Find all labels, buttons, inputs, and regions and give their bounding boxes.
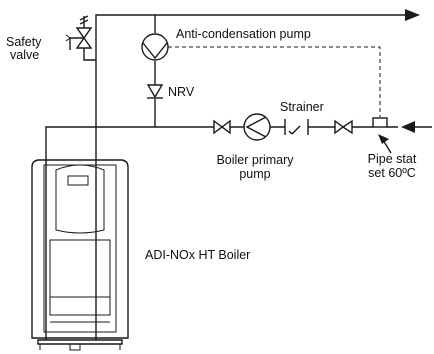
anti-condensation-pump-label: Anti-condensation pump bbox=[176, 27, 311, 41]
nrv-icon bbox=[146, 84, 164, 99]
safety-valve-label-line2: valve bbox=[10, 48, 40, 62]
safety-valve-icon bbox=[65, 15, 93, 50]
boiler-icon bbox=[31, 159, 129, 351]
return-pipe bbox=[45, 126, 214, 340]
isolating-valve-2-icon bbox=[334, 119, 353, 135]
pipe-stat-pointer-icon bbox=[378, 134, 392, 154]
safety-valve-label-line1: Safety bbox=[6, 35, 42, 49]
pipe-stat-label-line1: Pipe stat bbox=[367, 152, 417, 166]
boiler-primary-pump-label-line1: Boiler primary bbox=[216, 153, 294, 167]
boiler-label: ADI-NOx HT Boiler bbox=[145, 248, 251, 262]
flow-arrow-icon bbox=[405, 9, 420, 21]
boiler-primary-pump-icon bbox=[243, 113, 271, 141]
control-signal-line bbox=[168, 46, 381, 117]
pipe-stat-label-line2: set 60ºC bbox=[368, 166, 416, 180]
boiler-primary-pump-label-line2: pump bbox=[239, 167, 271, 181]
nrv-label: NRV bbox=[168, 85, 195, 99]
strainer-icon bbox=[284, 119, 309, 135]
pipe-stat-icon bbox=[372, 117, 388, 128]
strainer-label: Strainer bbox=[280, 100, 324, 114]
isolating-valve-icon bbox=[213, 119, 231, 135]
safety-valve-pipe bbox=[83, 48, 96, 61]
inlet-arrow-icon bbox=[401, 121, 432, 133]
anti-condensation-pump-icon bbox=[141, 33, 169, 61]
